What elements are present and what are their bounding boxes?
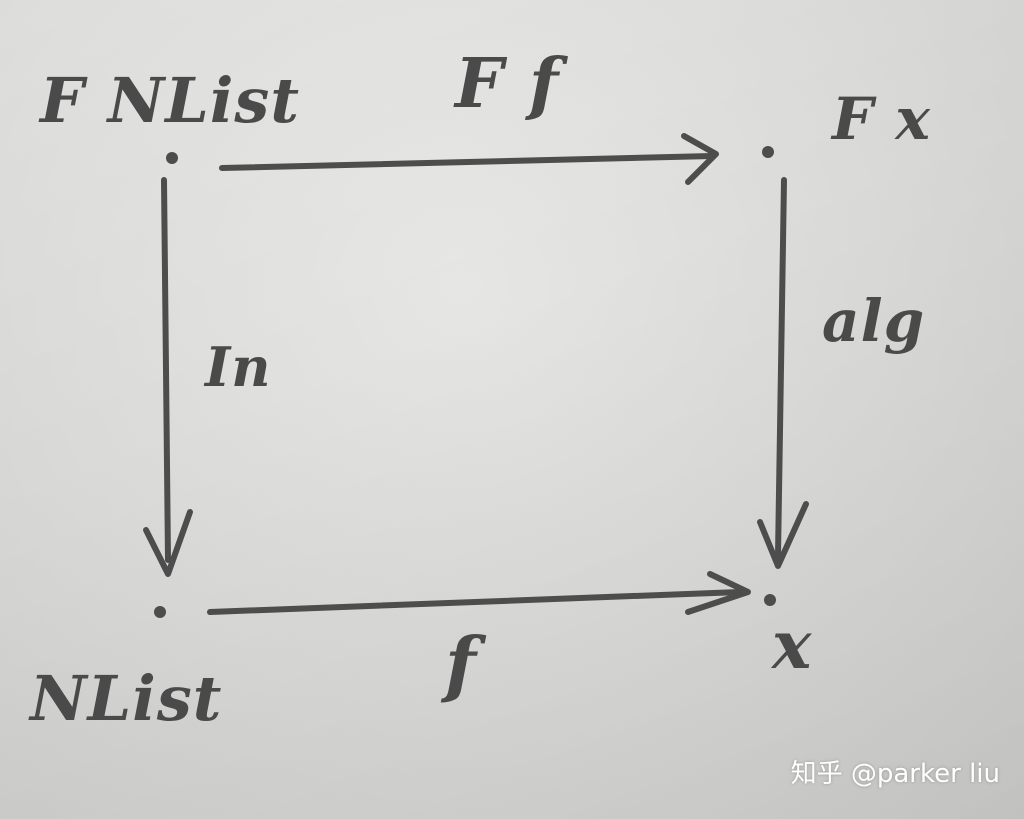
object-nlist: NList <box>30 662 223 735</box>
arrow-label-f: f <box>445 621 477 706</box>
object-f-x: F x <box>832 85 931 153</box>
dot-bottom-left <box>154 606 166 618</box>
dot-bottom-right <box>764 594 776 606</box>
arrow-label-in: In <box>205 335 272 399</box>
arrow-label-ff: F f <box>455 44 560 124</box>
arrow-bottom-f <box>207 571 751 615</box>
arrow-right-alg <box>757 177 809 569</box>
watermark: 知乎 @parker liu <box>790 759 1000 789</box>
arrow-label-alg: alg <box>822 287 926 355</box>
dot-top-left <box>166 152 178 164</box>
object-x: x <box>772 606 813 684</box>
object-f-nlist: F NList <box>40 64 300 137</box>
arrow-left-in <box>143 177 193 577</box>
dot-top-right <box>762 146 774 158</box>
arrow-top-ff <box>219 133 719 185</box>
